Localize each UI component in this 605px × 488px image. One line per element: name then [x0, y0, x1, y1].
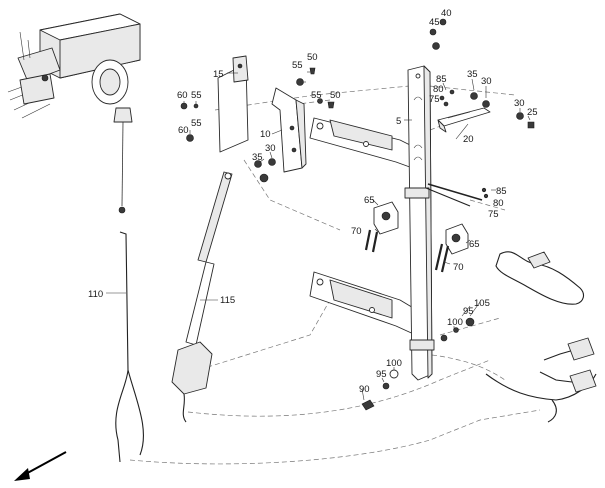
label-55: 55 — [311, 90, 322, 101]
upper-arm — [309, 117, 421, 171]
leader-lines — [106, 71, 531, 401]
label-35: 35 — [467, 69, 478, 80]
label-10: 10 — [260, 129, 271, 140]
label-100: 100 — [386, 358, 402, 369]
label-60: 60 — [177, 90, 188, 101]
part-labels: 40 45 50 55 15 60 55 55 50 55 60 10 30 3… — [88, 8, 538, 395]
label-40: 40 — [441, 8, 452, 19]
machine-overview-thumbnail — [7, 13, 141, 119]
label-30: 30 — [265, 143, 276, 154]
label-50: 50 — [307, 52, 318, 63]
label-15: 15 — [213, 69, 224, 80]
label-90: 90 — [359, 384, 370, 395]
label-85: 85 — [436, 74, 447, 85]
label-20: 20 — [463, 134, 474, 145]
part-110-dipstick — [113, 107, 144, 463]
label-95: 95 — [463, 306, 474, 317]
lower-arm — [309, 271, 421, 337]
part-70-bolts — [364, 229, 450, 273]
part-15-plate — [217, 55, 249, 153]
label-70: 70 — [453, 262, 464, 273]
label-30: 30 — [514, 98, 525, 109]
label-70: 70 — [351, 226, 362, 237]
label-75: 75 — [429, 94, 440, 105]
label-65: 65 — [364, 195, 375, 206]
label-45: 45 — [429, 17, 440, 28]
label-25: 25 — [527, 107, 538, 118]
part-65-block-lower — [445, 223, 469, 255]
label-85: 85 — [496, 186, 507, 197]
label-60: 60 — [178, 125, 189, 136]
label-95: 95 — [376, 369, 387, 380]
label-115: 115 — [220, 295, 235, 306]
label-105: 105 — [474, 298, 490, 309]
label-55: 55 — [191, 90, 202, 101]
label-75: 75 — [488, 209, 499, 220]
label-55: 55 — [191, 118, 202, 129]
part-20-bracket — [437, 107, 491, 133]
label-110: 110 — [88, 289, 103, 300]
label-50: 50 — [330, 90, 341, 101]
label-80: 80 — [433, 84, 444, 95]
label-80: 80 — [493, 198, 504, 209]
label-100: 100 — [447, 317, 463, 328]
wiring-harness-lower — [485, 337, 597, 423]
label-35: 35 — [252, 152, 263, 163]
direction-arrow-icon — [14, 451, 67, 481]
part-65-block-upper — [373, 201, 399, 235]
label-5: 5 — [396, 116, 401, 127]
part-80-rod — [425, 183, 483, 207]
part-10-bracket — [271, 87, 307, 173]
wiring-harness-upper — [495, 251, 585, 305]
label-30: 30 — [481, 76, 492, 87]
fasteners — [180, 18, 535, 411]
label-55: 55 — [292, 60, 303, 71]
part-115-actuator — [171, 171, 233, 423]
part-5-post — [404, 65, 435, 381]
label-65: 65 — [469, 239, 480, 250]
